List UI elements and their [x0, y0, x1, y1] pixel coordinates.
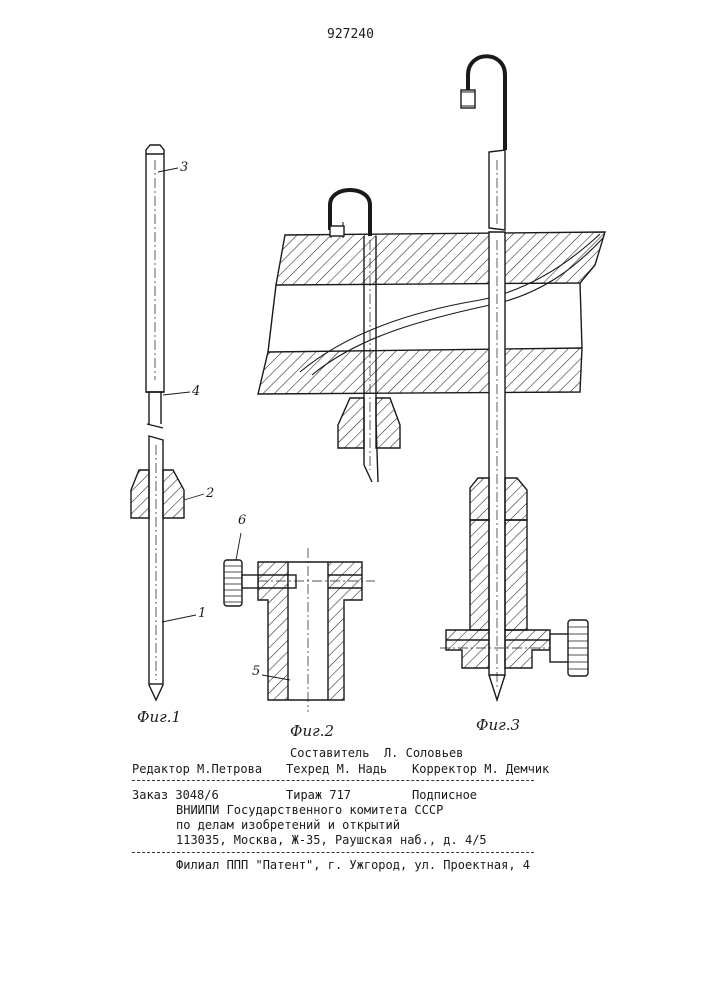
- fig1-label-1: 1: [198, 606, 206, 621]
- editor-line: Редактор М.Петрова: [132, 762, 262, 776]
- compiler-line: Составитель Л. Соловьев: [290, 746, 463, 760]
- subscription: Подписное: [412, 788, 477, 802]
- fig2-label-6: 6: [238, 513, 246, 528]
- branch-line: Филиал ППП "Патент", г. Ужгород, ул. Про…: [176, 858, 530, 872]
- fig2-label-5: 5: [252, 664, 260, 679]
- org-line-1: ВНИИПИ Государственного комитета СССР: [176, 803, 443, 817]
- fig2-drawing: [224, 533, 375, 712]
- address-line: 113035, Москва, Ж-35, Раушская наб., д. …: [176, 833, 487, 847]
- order-number: Заказ 3048/6: [132, 788, 219, 802]
- corrector-line: Корректор М. Демчик: [412, 762, 549, 776]
- fig1-label-4: 4: [192, 384, 200, 399]
- fig1-drawing: [131, 145, 204, 700]
- fig1-caption: Фиг.1: [137, 708, 181, 726]
- section-drawing: [258, 190, 605, 482]
- fig1-label-2: 2: [206, 486, 214, 501]
- fig1-label-3: 3: [180, 160, 188, 175]
- divider-bottom: [132, 852, 534, 853]
- circulation: Тираж 717: [286, 788, 351, 802]
- techred-line: Техред М. Надь: [286, 762, 387, 776]
- fig2-caption: Фиг.2: [290, 722, 334, 740]
- fig3-caption: Фиг.3: [476, 716, 520, 734]
- org-line-2: по делам изобретений и открытий: [176, 818, 400, 832]
- divider-top: [132, 780, 534, 781]
- technical-drawing: [0, 0, 707, 740]
